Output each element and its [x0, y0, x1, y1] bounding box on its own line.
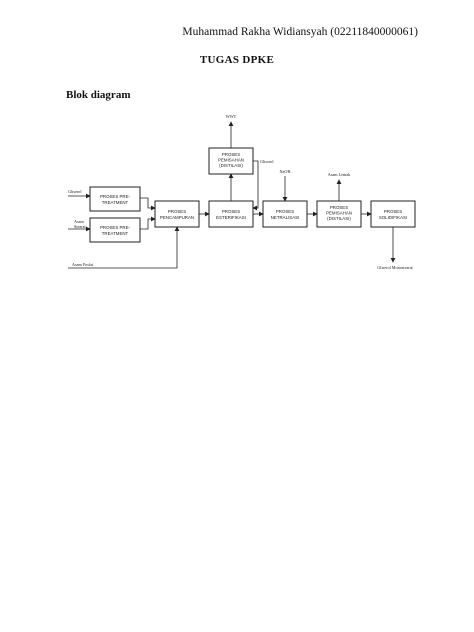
arrow-pretreat2-to-mix — [140, 216, 156, 230]
label-gliserol-in: Gliserol — [68, 189, 82, 194]
svg-text:PROSES PRE-TREATMENT: PROSES PRE-TREATMENT — [100, 225, 131, 236]
box-pretreatment-1: PROSES PRE-TREATMENT — [89, 186, 141, 212]
label-asam-lemak: Asam Lemak — [328, 172, 351, 177]
author-line: Muhammad Rakha Widiansyah (0221184000006… — [182, 26, 418, 38]
label-naoh: NaOH — [280, 169, 291, 174]
document-title: TUGAS DPKE — [199, 54, 275, 66]
label-gliserol-recycle: Gliserol — [260, 159, 274, 164]
label-wwt: WWT — [226, 114, 237, 119]
arrow-asam-fosfat — [68, 226, 180, 269]
box-pretreatment-2: PROSES PRE-TREATMENT — [89, 217, 141, 243]
label-asam-fosfat: Asam Fosfat — [72, 262, 94, 267]
label-product: Gliserol Monostearat — [377, 265, 413, 270]
section-heading: Blok diagram — [66, 89, 131, 101]
svg-text:PROSES PRE-TREATMENT: PROSES PRE-TREATMENT — [100, 194, 131, 205]
arrow-gliserol-recycle — [252, 160, 259, 211]
arrow-pretreat1-to-mix — [140, 197, 156, 211]
